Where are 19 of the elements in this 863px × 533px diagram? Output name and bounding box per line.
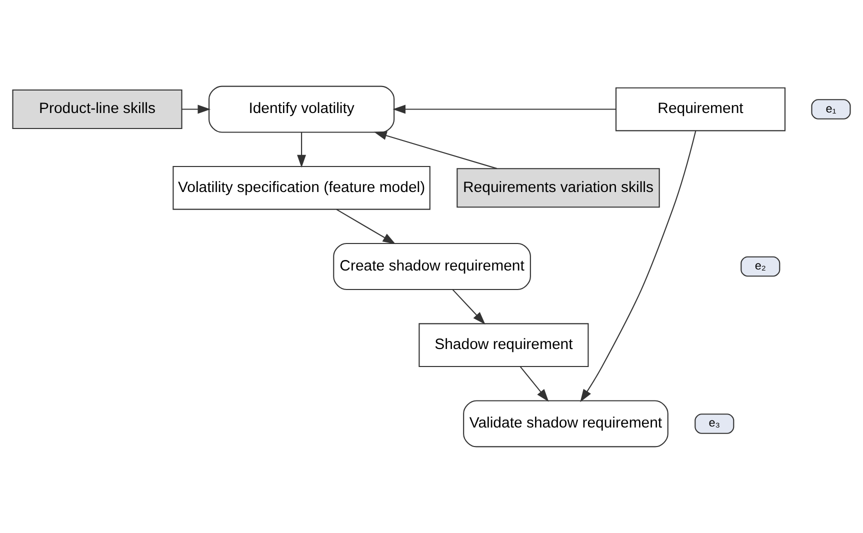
node-box: Product-line skills xyxy=(12,89,182,130)
node-box: Validate shadow requirement xyxy=(463,400,668,448)
arrow xyxy=(520,366,549,402)
node-box: e₃ xyxy=(694,414,734,434)
arrow xyxy=(452,289,486,324)
node-box: Identify volatility xyxy=(208,86,395,133)
node-box: Shadow requirement xyxy=(418,323,589,368)
node-box: Create shadow requirement xyxy=(333,242,531,290)
arrow xyxy=(297,132,306,168)
node-box: Requirements variation skills xyxy=(456,168,660,208)
arrow xyxy=(182,104,211,114)
node-box: Volatility specification (feature model) xyxy=(172,166,430,210)
node-box: Requirement xyxy=(615,87,786,132)
node-box: e₁ xyxy=(811,99,851,120)
arrow xyxy=(374,131,498,170)
node-box: e₂ xyxy=(740,256,780,277)
arrow xyxy=(392,104,616,114)
arrow xyxy=(336,208,396,244)
arrow xyxy=(580,130,696,402)
